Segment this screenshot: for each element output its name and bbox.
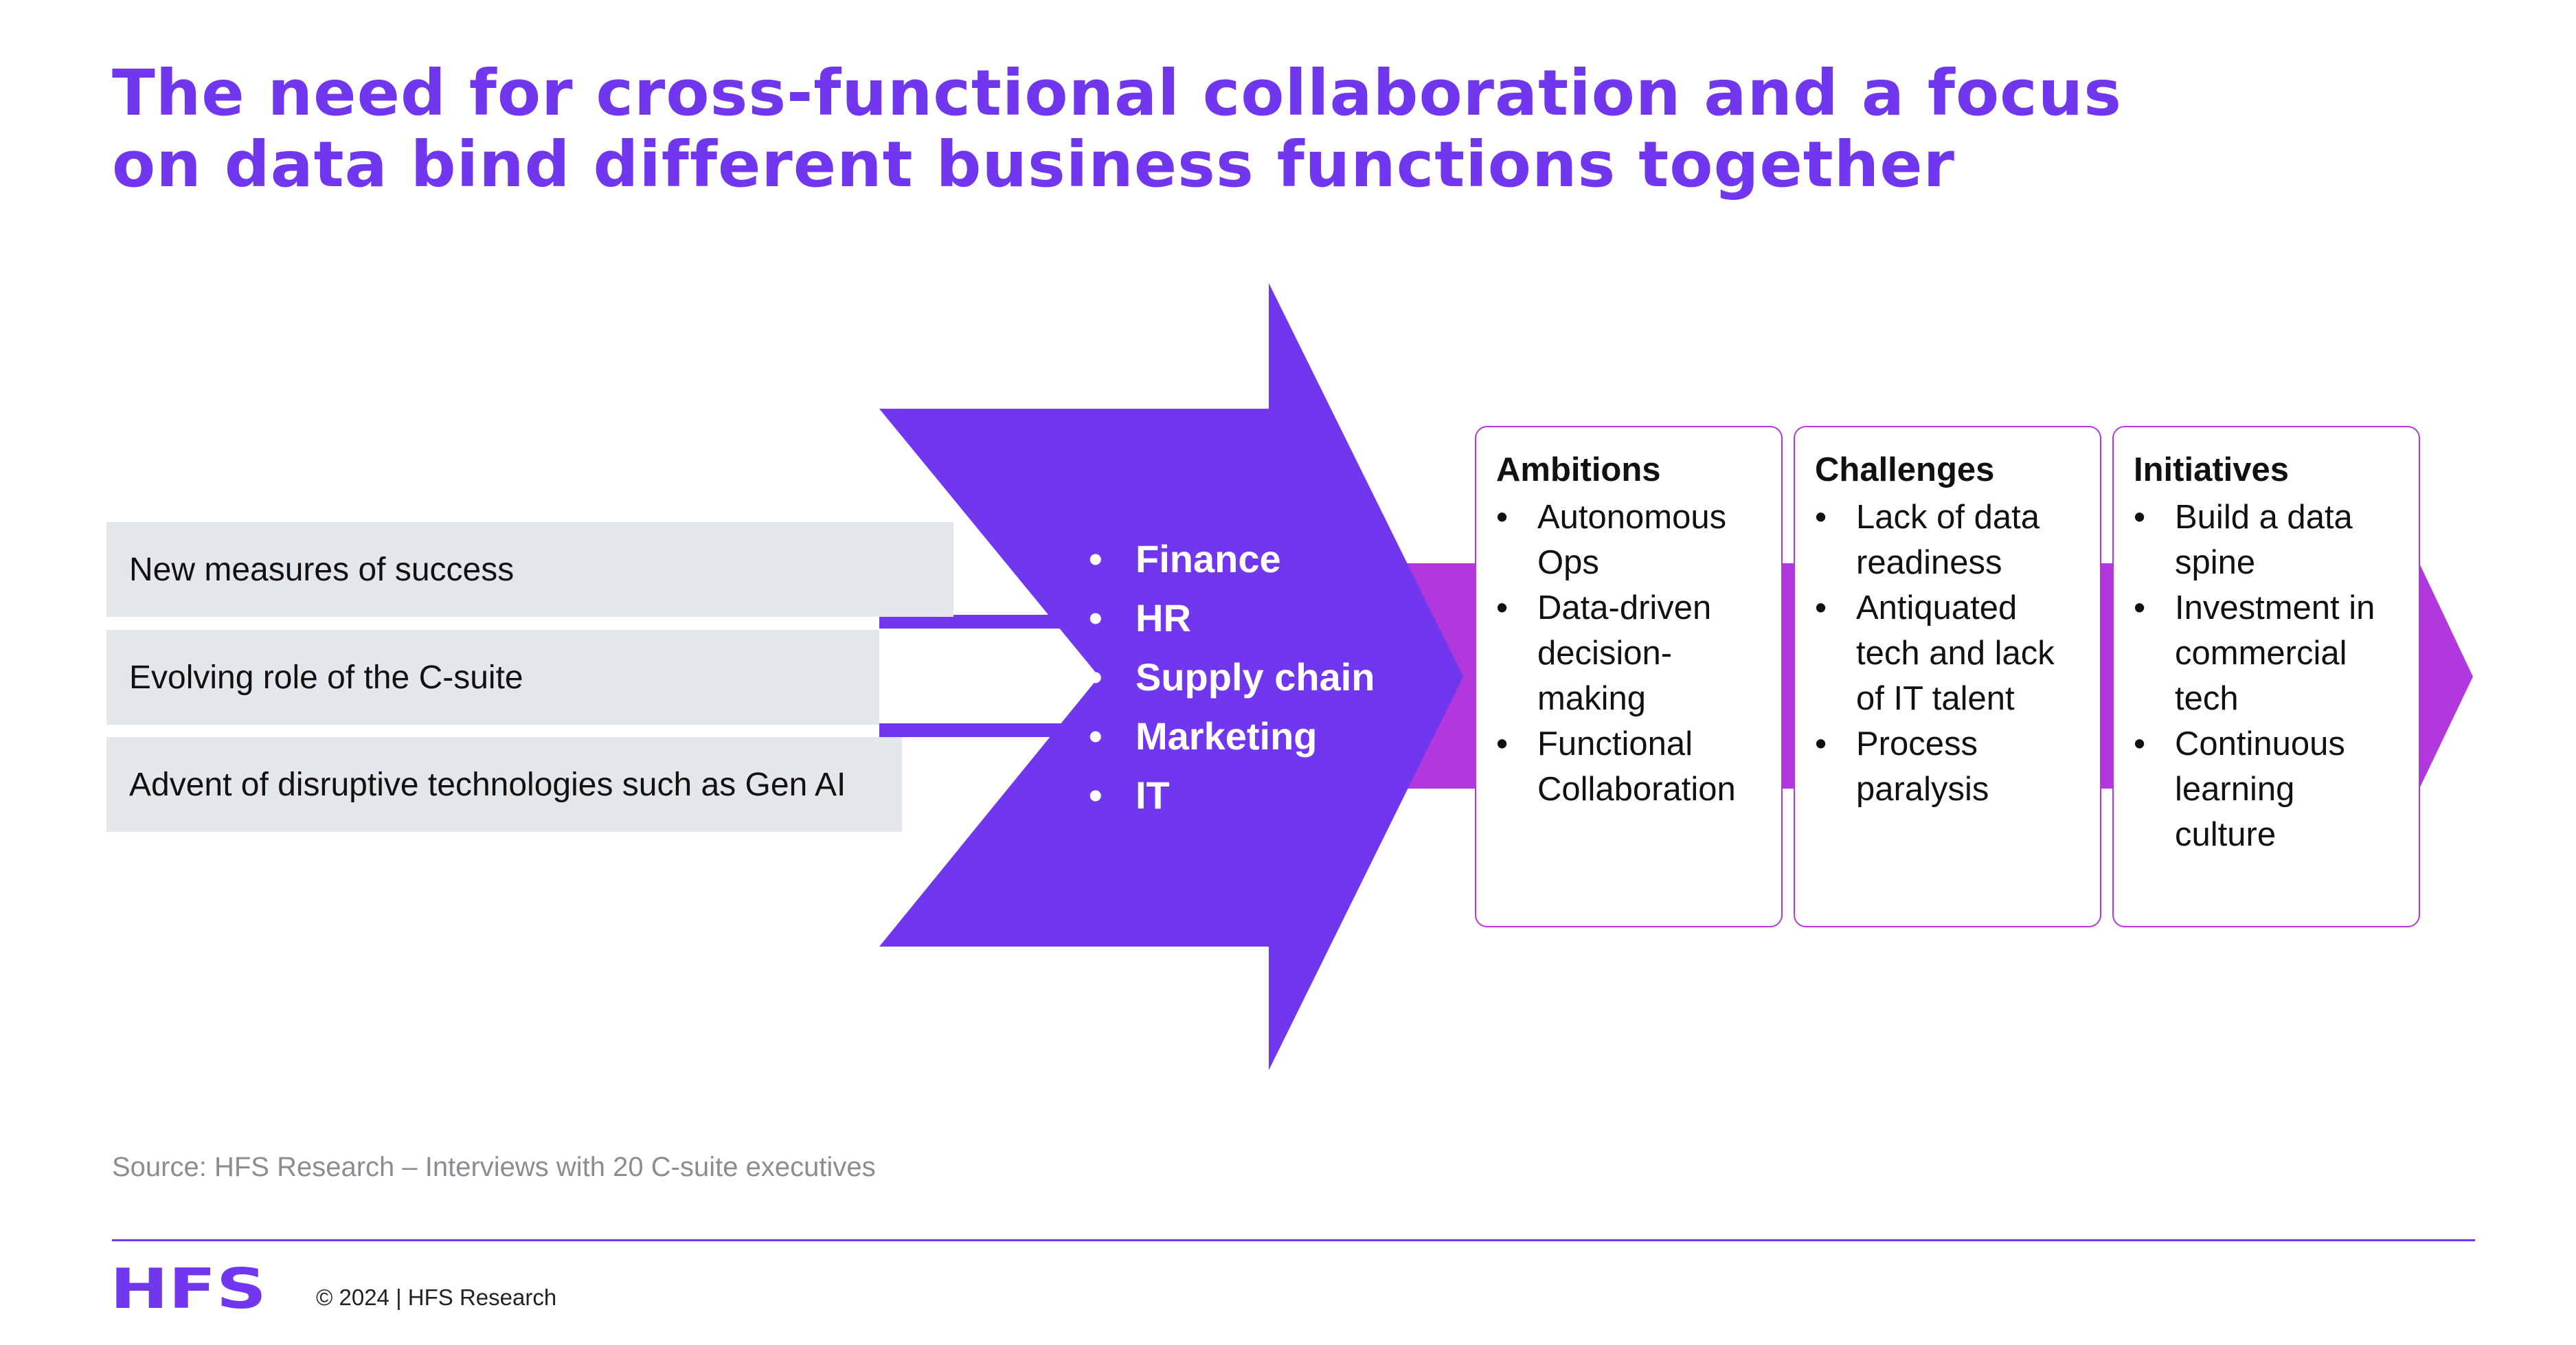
copyright-text: © 2024 | HFS Research — [316, 1285, 557, 1310]
card-item: Continuous learning culture — [2134, 721, 2405, 857]
card-item: Functional Collaboration — [1496, 721, 1767, 812]
card-item: Investment in commercial tech — [2134, 585, 2405, 721]
card-item: Build a data spine — [2134, 495, 2405, 585]
page-title-line-1: The need for cross-functional collaborat… — [112, 56, 2122, 130]
card-item: Autonomous Ops — [1496, 495, 1767, 585]
page-title-line-2: on data bind different business function… — [112, 128, 1955, 201]
card-list: Autonomous Ops Data-driven decision-maki… — [1496, 495, 1767, 812]
page-title: The need for cross-functional collaborat… — [112, 58, 2482, 201]
card-item: Data-driven decision-making — [1496, 585, 1767, 721]
card-heading: Challenges — [1815, 451, 1995, 488]
driver-label: Evolving role of the C-suite — [129, 659, 523, 696]
ambitions-card: Ambitions Autonomous Ops Data-driven dec… — [1475, 426, 1783, 927]
card-list: Lack of data readiness Antiquated tech a… — [1815, 495, 2086, 812]
initiatives-card: Initiatives Build a data spine Investmen… — [2112, 426, 2420, 927]
driver-item: Advent of disruptive technologies such a… — [106, 737, 902, 832]
card-list: Build a data spine Investment in commerc… — [2134, 495, 2405, 857]
function-item: Supply chain — [1089, 648, 1375, 707]
business-functions-list: Finance HR Supply chain Marketing IT — [1089, 530, 1375, 825]
card-item: Process paralysis — [1815, 721, 2086, 812]
driver-item: New measures of success — [106, 522, 953, 617]
card-item: Antiquated tech and lack of IT talent — [1815, 585, 2086, 721]
footer-divider — [112, 1239, 2475, 1241]
card-heading: Ambitions — [1496, 451, 1661, 488]
function-item: Finance — [1089, 530, 1375, 589]
driver-label: New measures of success — [129, 551, 515, 588]
source-note: Source: HFS Research – Interviews with 2… — [112, 1152, 876, 1182]
card-heading: Initiatives — [2134, 451, 2290, 488]
challenges-card: Challenges Lack of data readiness Antiqu… — [1794, 426, 2101, 927]
driver-label: Advent of disruptive technologies such a… — [129, 766, 846, 803]
card-item: Lack of data readiness — [1815, 495, 2086, 585]
function-item: IT — [1089, 766, 1375, 825]
hfs-logo: HFS — [110, 1263, 267, 1318]
hfs-logo-text: HFS — [110, 1263, 267, 1318]
function-item: HR — [1089, 589, 1375, 648]
function-item: Marketing — [1089, 707, 1375, 766]
driver-item: Evolving role of the C-suite — [106, 630, 1098, 725]
